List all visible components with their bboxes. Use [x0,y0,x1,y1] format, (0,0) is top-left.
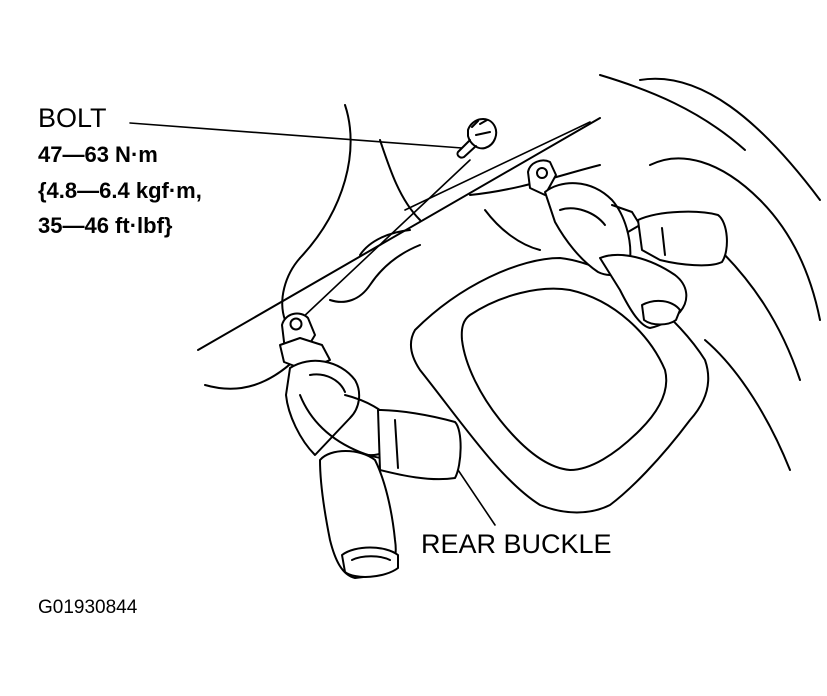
rear-buckle-label: REAR BUCKLE [421,529,612,559]
floor-pan [409,257,710,514]
floor-panel-outline [197,74,821,471]
torque-kgf-label: {4.8—6.4 kgf·m, [38,178,202,203]
right-buckle [527,159,728,329]
left-buckle [279,312,462,579]
leader-lines [129,121,591,526]
torque-nm-label: 47—63 N·m [38,142,158,167]
bolt-icon [456,118,498,159]
figure-id: G01930844 [38,597,138,618]
bolt-label: BOLT [38,103,107,133]
torque-ftlbf-label: 35—46 ft·lbf} [38,213,173,238]
bolt-leader-line [129,122,463,149]
